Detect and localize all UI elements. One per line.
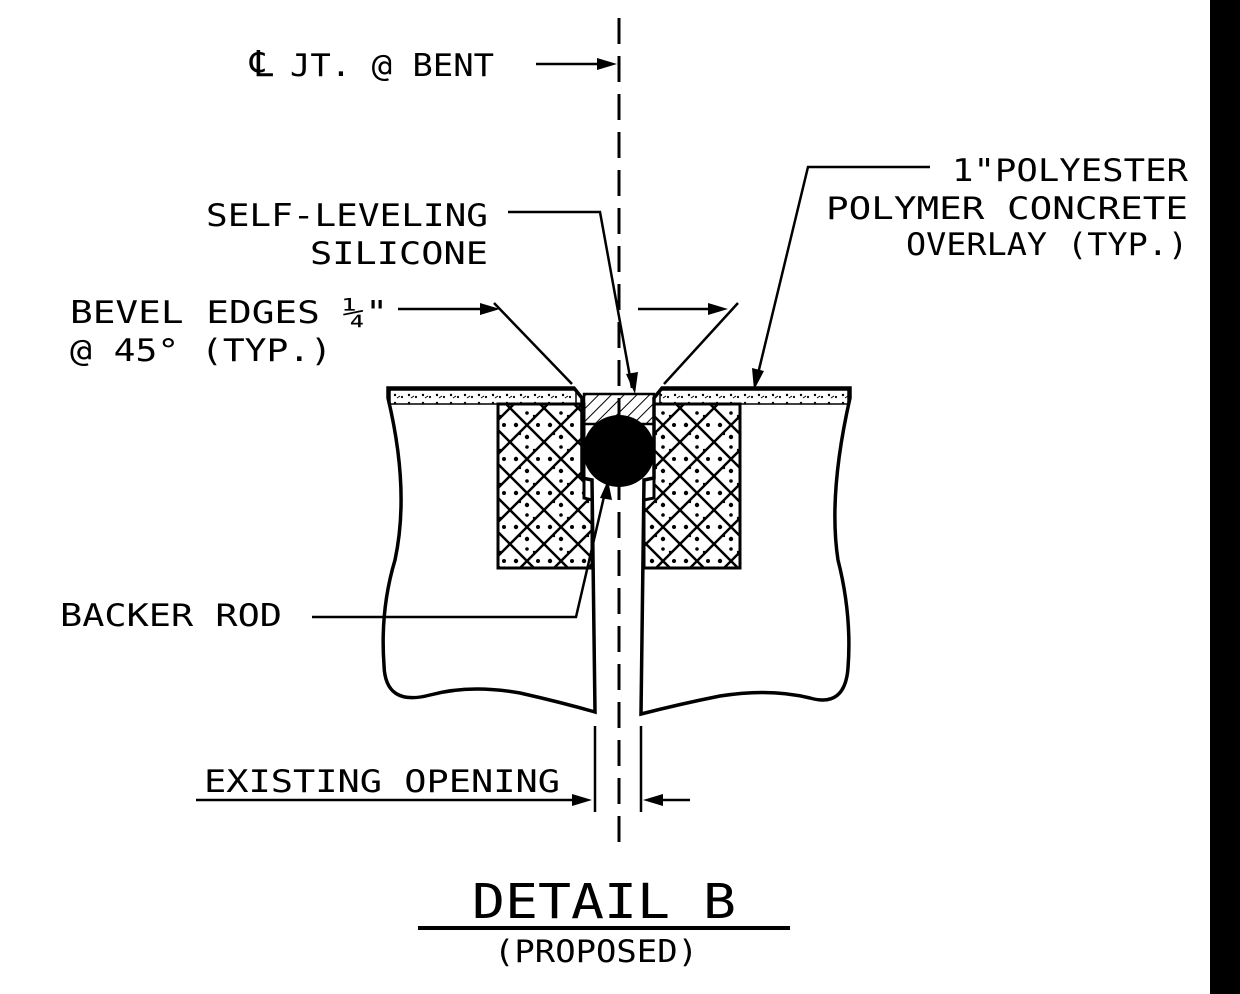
left-header-block <box>496 402 594 570</box>
backer-rod <box>583 415 655 487</box>
silicone-label-line2: SILICONE <box>310 236 488 272</box>
leader-lines <box>196 62 930 812</box>
existing-opening-label: EXISTING OPENING <box>204 764 560 800</box>
centerline-symbol: ℄ <box>249 44 273 85</box>
sheet-border <box>1210 0 1240 994</box>
left-overlay <box>389 389 577 405</box>
overlay-label-line1: 1"POLYESTER <box>952 153 1188 189</box>
left-slab <box>381 386 597 715</box>
right-overlay <box>659 389 849 405</box>
overlay-label-line2: POLYMER CONCRETE <box>826 191 1188 227</box>
backer-rod-label: BACKER ROD <box>60 598 282 634</box>
bevel-label-line1: BEVEL EDGES ¼" <box>70 295 388 331</box>
centerline-label: JT. @ BENT <box>290 48 494 84</box>
overlay-label-line3: OVERLAY (TYP.) <box>906 227 1188 263</box>
right-slab <box>639 386 852 717</box>
silicone-label-line1: SELF-LEVELING <box>206 198 488 234</box>
arrowheads <box>480 58 764 806</box>
detail-title: DETAIL B <box>472 874 736 930</box>
right-header-block <box>642 402 742 570</box>
detail-subtitle: (PROPOSED) <box>494 934 698 970</box>
bevel-label-line2: @ 45° (TYP.) <box>70 333 332 369</box>
